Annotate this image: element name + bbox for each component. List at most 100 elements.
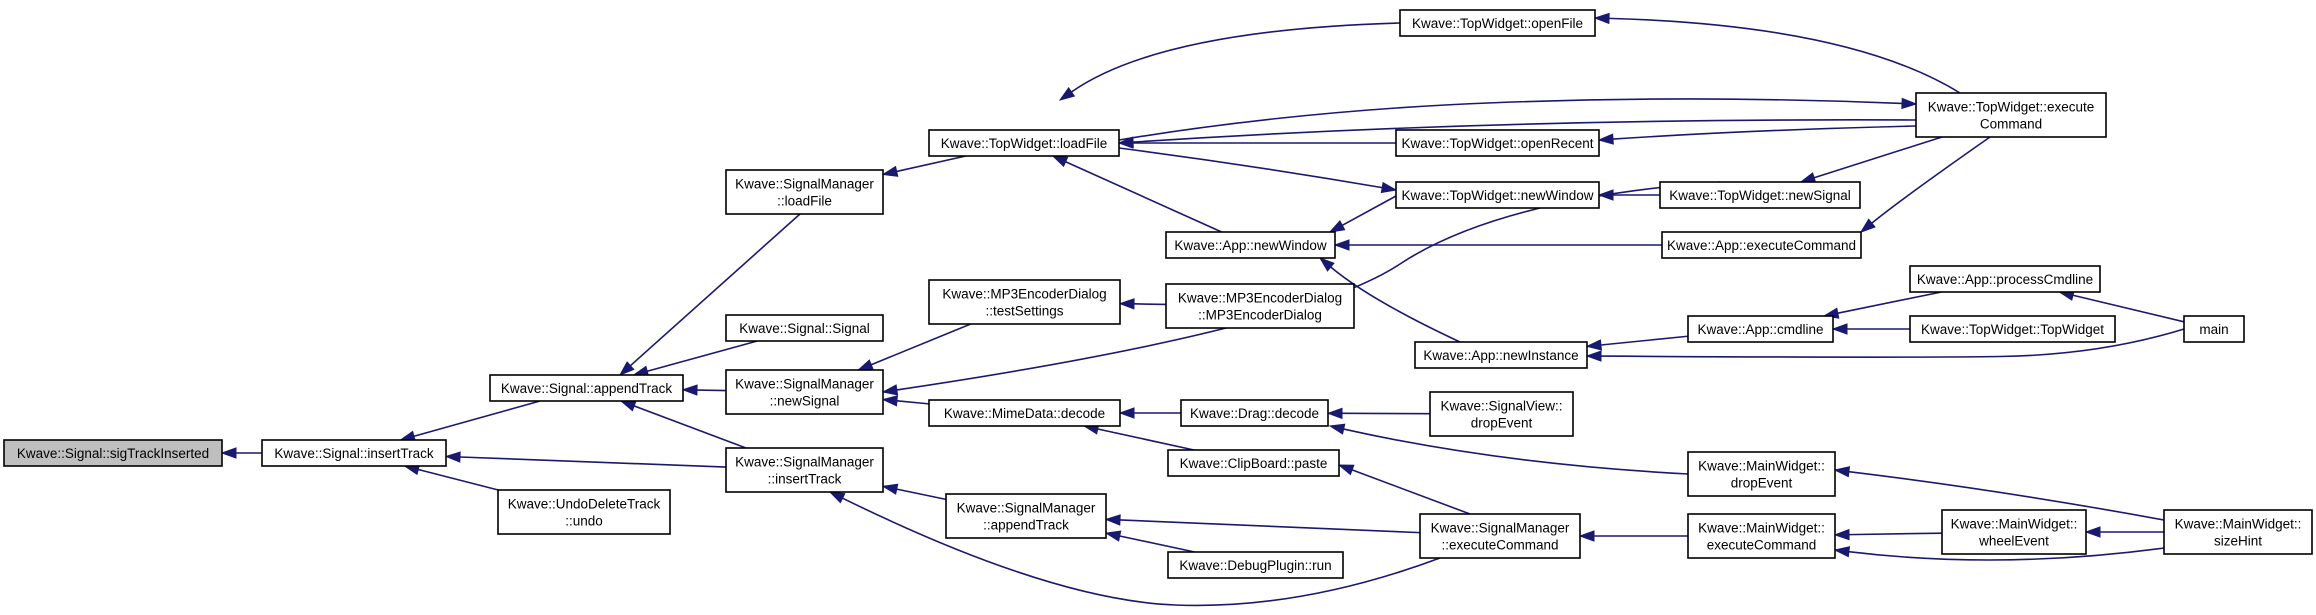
node-label: ::newSignal bbox=[770, 394, 840, 409]
function-node[interactable]: Kwave::MainWidget::executeCommand bbox=[1687, 513, 1836, 559]
node-box bbox=[945, 493, 1107, 539]
node-box bbox=[1165, 231, 1336, 259]
node-label: Kwave::MP3EncoderDialog bbox=[942, 287, 1106, 302]
edge-line bbox=[1119, 535, 1195, 553]
function-node[interactable]: Kwave::Drag::decode bbox=[1180, 399, 1329, 427]
arrowhead-icon bbox=[1597, 189, 1614, 201]
function-node[interactable]: Kwave::Signal::Signal bbox=[725, 314, 884, 342]
node-box bbox=[1909, 265, 2101, 293]
edge-line bbox=[1837, 291, 1942, 314]
node-label: dropEvent bbox=[1471, 416, 1533, 431]
node-label: wheelEvent bbox=[1978, 534, 2049, 549]
node-label: Kwave::TopWidget::execute bbox=[1928, 100, 2095, 115]
node-box bbox=[928, 279, 1121, 325]
function-node[interactable]: Kwave::MP3EncoderDialog::testSettings bbox=[928, 279, 1121, 325]
function-node[interactable]: Kwave::SignalManager::executeCommand bbox=[1419, 513, 1581, 559]
node-box bbox=[497, 489, 671, 535]
node-box bbox=[1165, 283, 1355, 329]
function-node[interactable]: Kwave::MainWidget::wheelEvent bbox=[1941, 509, 2087, 555]
node-label: Kwave::App::executeCommand bbox=[1667, 238, 1856, 253]
call-edge bbox=[1833, 466, 2165, 521]
function-node[interactable]: Kwave::App::newWindow bbox=[1165, 231, 1336, 259]
function-node[interactable]: Kwave::MP3EncoderDialog::MP3EncoderDialo… bbox=[1165, 283, 1355, 329]
call-edge bbox=[1104, 530, 1195, 553]
node-label: Kwave::TopWidget::newSignal bbox=[1669, 188, 1851, 203]
function-node[interactable]: Kwave::App::processCmdline bbox=[1909, 265, 2101, 293]
edge-line bbox=[896, 155, 966, 173]
function-node[interactable]: Kwave::App::executeCommand bbox=[1661, 231, 1862, 259]
node-label: Kwave::SignalManager bbox=[735, 377, 874, 392]
function-node[interactable]: Kwave::MainWidget::dropEvent bbox=[1687, 451, 1836, 497]
call-edge bbox=[632, 340, 758, 377]
function-node[interactable]: Kwave::TopWidget::executeCommand bbox=[1915, 92, 2107, 138]
arrowhead-icon bbox=[856, 359, 874, 371]
call-edge bbox=[881, 155, 966, 177]
node-label: Kwave::MainWidget:: bbox=[2175, 517, 2302, 532]
node-label: Kwave::TopWidget::loadFile bbox=[941, 136, 1108, 151]
call-edge bbox=[1597, 125, 1917, 145]
function-node[interactable]: Kwave::DebugPlugin::run bbox=[1167, 551, 1344, 579]
edge-line bbox=[870, 323, 972, 366]
arrowhead-icon bbox=[1831, 323, 1848, 335]
call-edge bbox=[1118, 407, 1181, 419]
function-node[interactable]: Kwave::TopWidget::loadFile bbox=[928, 129, 1120, 157]
function-node[interactable]: Kwave::SignalManager::newSignal bbox=[725, 369, 884, 415]
node-box bbox=[928, 129, 1120, 157]
call-edge bbox=[881, 483, 947, 501]
node-label: ::appendTrack bbox=[983, 518, 1069, 533]
edge-line bbox=[1118, 147, 1383, 189]
call-edge bbox=[1104, 514, 1421, 534]
arrowhead-icon bbox=[1597, 133, 1614, 145]
arrowhead-icon bbox=[881, 384, 899, 396]
node-label: main bbox=[2199, 322, 2228, 337]
function-node[interactable]: Kwave::MimeData::decode bbox=[928, 399, 1121, 427]
function-node[interactable]: Kwave::ClipBoard::paste bbox=[1167, 449, 1340, 477]
node-label: Kwave::TopWidget::TopWidget bbox=[1921, 322, 2104, 337]
function-node[interactable]: Kwave::App::newInstance bbox=[1414, 341, 1588, 369]
function-node[interactable]: Kwave::SignalManager::loadFile bbox=[725, 169, 884, 215]
node-box bbox=[3, 439, 223, 467]
function-node[interactable]: Kwave::TopWidget::TopWidget bbox=[1909, 315, 2116, 343]
arrowhead-icon bbox=[881, 395, 898, 407]
call-edge bbox=[1822, 291, 1942, 319]
function-node[interactable]: Kwave::SignalManager::appendTrack bbox=[945, 493, 1107, 539]
call-edge bbox=[1326, 407, 1431, 420]
function-node[interactable]: Kwave::UndoDeleteTrack::undo bbox=[497, 489, 671, 535]
function-node[interactable]: Kwave::TopWidget::openFile bbox=[1399, 9, 1596, 37]
arrowhead-icon bbox=[1318, 257, 1335, 272]
node-label: Kwave::Signal::insertTrack bbox=[274, 446, 434, 461]
function-node[interactable]: Kwave::TopWidget::newWindow bbox=[1395, 181, 1600, 209]
function-node[interactable]: Kwave::SignalView::dropEvent bbox=[1429, 391, 1574, 437]
node-label: Kwave::Signal::Signal bbox=[739, 321, 870, 336]
edge-line bbox=[1848, 532, 1943, 536]
function-node[interactable]: Kwave::TopWidget::openRecent bbox=[1395, 129, 1600, 157]
function-node[interactable]: Kwave::MainWidget::sizeHint bbox=[2163, 509, 2313, 555]
arrowhead-icon bbox=[220, 447, 237, 459]
function-node[interactable]: Kwave::SignalManager::insertTrack bbox=[725, 447, 884, 493]
arrowhead-icon bbox=[1593, 12, 1610, 25]
function-node[interactable]: Kwave::App::cmdline bbox=[1687, 315, 1834, 343]
node-box bbox=[725, 369, 884, 415]
edge-line bbox=[633, 405, 747, 449]
function-node[interactable]: main bbox=[2183, 315, 2245, 343]
edge-line bbox=[1871, 136, 1991, 224]
edge-line bbox=[1848, 470, 2165, 521]
call-edge bbox=[881, 395, 930, 407]
node-label: Kwave::MimeData::decode bbox=[944, 406, 1105, 421]
call-edge bbox=[1831, 323, 1910, 335]
node-box bbox=[1395, 181, 1600, 209]
call-edge bbox=[220, 447, 262, 459]
call-edge bbox=[1337, 464, 1471, 515]
arrowhead-icon bbox=[1585, 350, 1602, 362]
root-node[interactable]: Kwave::Signal::sigTrackInserted bbox=[3, 439, 223, 467]
function-node[interactable]: Kwave::Signal::appendTrack bbox=[489, 374, 684, 402]
node-box bbox=[489, 374, 684, 402]
node-label: Kwave::TopWidget::openFile bbox=[1412, 16, 1583, 31]
function-node[interactable]: Kwave::TopWidget::newSignal bbox=[1659, 181, 1861, 209]
node-label: ::testSettings bbox=[985, 304, 1063, 319]
function-node[interactable]: Kwave::Signal::insertTrack bbox=[261, 439, 447, 467]
node-label: Kwave::SignalManager bbox=[735, 455, 874, 470]
arrowhead-icon bbox=[881, 165, 899, 177]
arrowhead-icon bbox=[618, 361, 635, 376]
